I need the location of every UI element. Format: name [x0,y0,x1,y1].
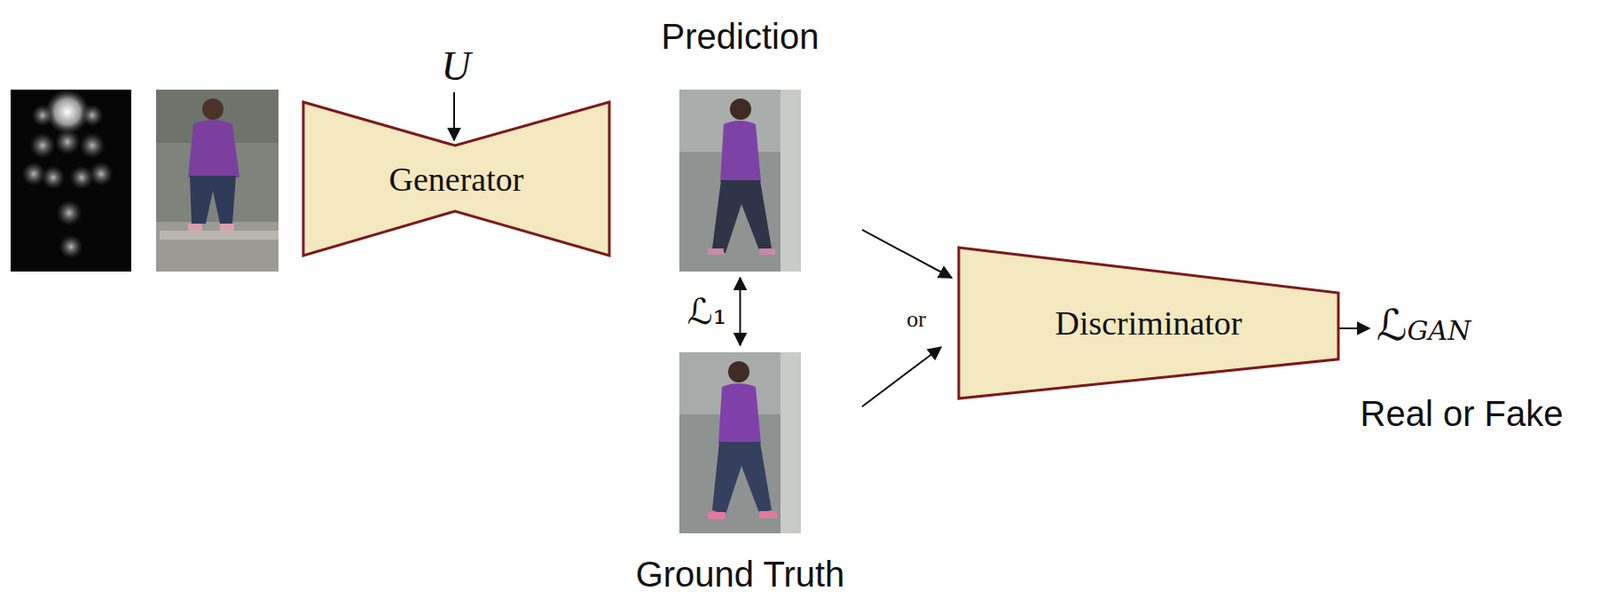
or-label: or [906,305,926,333]
input-photo [156,89,279,272]
image-caption: Ground Truth [635,554,846,594]
ground-truth-image: Ground Truth [679,352,801,534]
pose-heatmap [10,89,132,272]
loss-label: ℒGAN [1376,299,1471,361]
connector-arrow [739,277,742,346]
discriminator-block: Discriminator [958,247,1339,399]
ground-truth-photo [679,352,801,534]
input-arrow [453,92,455,141]
generator-block: Generator [303,101,610,256]
block-title: Generator [389,159,525,199]
block-polygon [303,101,610,256]
connector-arrow [862,229,952,278]
output-label: Real or Fake [1360,392,1564,434]
loss-label: ℒ₁ [684,290,730,333]
prediction-photo [679,89,801,272]
output-arrow [1339,327,1370,330]
image-caption: Prediction [661,16,820,56]
block-polygon [958,247,1339,399]
noise-symbol: U [440,44,471,89]
prediction-image: Prediction [679,89,801,272]
connector-arrow [862,346,942,407]
block-title: Discriminator [1054,303,1242,343]
